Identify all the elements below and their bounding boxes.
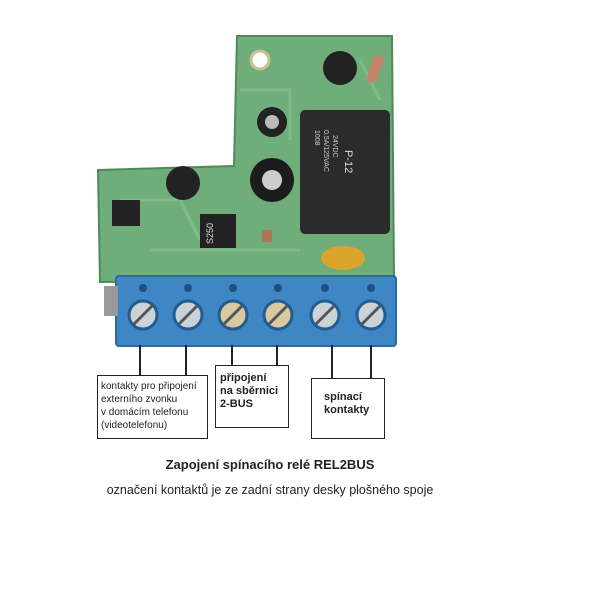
- label-line: spínací: [324, 391, 362, 403]
- label-line: kontakty pro připojení: [101, 381, 197, 392]
- wire-entry: [229, 284, 237, 292]
- smd-part: [262, 230, 272, 242]
- relay: P-12 24VDC 0.5A/125VAC 1008: [300, 110, 390, 234]
- connector-line: [185, 345, 187, 376]
- connector-line: [331, 345, 333, 379]
- svg-text:0.5A/125VAC: 0.5A/125VAC: [322, 130, 329, 172]
- svg-text:S250: S250: [205, 223, 215, 244]
- transistor-top: [323, 51, 357, 85]
- connector-line: [231, 345, 233, 366]
- label-line: v domácím telefonu: [101, 407, 189, 418]
- caption-subtitle: označení kontaktů je ze zadní strany des…: [106, 483, 434, 497]
- label-line: kontakty: [324, 404, 370, 416]
- label-line: externího zvonku: [101, 394, 178, 405]
- wire-entry: [367, 284, 375, 292]
- label-line: na sběrnici: [220, 385, 279, 397]
- wire-entry: [184, 284, 192, 292]
- wire-entry: [321, 284, 329, 292]
- screw-slot: [314, 304, 336, 326]
- label-bus-connection: připojení na sběrnici 2-BUS: [215, 365, 289, 428]
- caption-title: Zapojení spínacího relé REL2BUS: [165, 457, 375, 472]
- capacitor-large: [250, 158, 294, 202]
- connector-line: [370, 345, 372, 379]
- terminal-screws: [127, 284, 387, 331]
- screw-slot: [222, 304, 244, 326]
- svg-text:24VDC: 24VDC: [331, 135, 338, 158]
- bridge-rectifier: S250: [200, 214, 236, 248]
- capacitor-small: [257, 107, 287, 137]
- label-line: připojení: [220, 372, 267, 384]
- label-doorbell-contacts: kontakty pro připojení externího zvonku …: [97, 375, 208, 439]
- resistor: [366, 55, 384, 83]
- terminal-block: [115, 275, 397, 347]
- screw-slot: [267, 304, 289, 326]
- wire-entry: [139, 284, 147, 292]
- capacitor-ceramic: [321, 246, 365, 270]
- label-switching-contacts: spínací kontakty: [311, 378, 385, 439]
- screw-slot: [132, 304, 154, 326]
- mounting-hole: [249, 49, 271, 71]
- screw-slot: [177, 304, 199, 326]
- ic-left: [112, 200, 140, 226]
- label-line: 2-BUS: [220, 398, 254, 410]
- connector-line: [276, 345, 278, 366]
- relay-marking: P-12: [342, 150, 354, 173]
- transistor-left: [166, 166, 200, 200]
- wire-entry: [274, 284, 282, 292]
- screw-slot: [360, 304, 382, 326]
- svg-text:1008: 1008: [313, 130, 320, 146]
- connector-line: [139, 345, 141, 376]
- label-line: (videotelefonu): [101, 420, 168, 431]
